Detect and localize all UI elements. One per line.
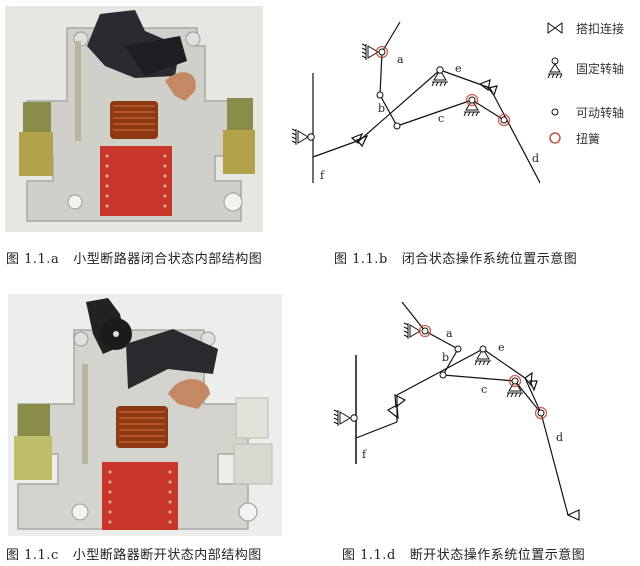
open-breaker-photo: [8, 294, 282, 536]
link-label-b: b: [442, 351, 449, 364]
latch-connection-icon: [540, 22, 570, 34]
link-label-a: a: [446, 327, 453, 340]
legend-item-torsion-spring: 扭簧: [540, 128, 600, 148]
fixed-pivot-icon: [540, 57, 570, 79]
link-label-c: c: [481, 383, 487, 396]
legend-item-latch: 搭扣连接: [540, 18, 624, 38]
link-label-a: a: [397, 53, 404, 66]
link-label-e: e: [498, 341, 505, 354]
closed-mechanism-diagram: a b c d e f: [280, 0, 540, 240]
link-label-f: f: [320, 169, 325, 182]
link-label-e: e: [455, 62, 462, 75]
movable-pivot-icon: [540, 107, 570, 117]
link-label-d: d: [556, 431, 563, 444]
legend-item-movable-pivot: 可动转轴: [540, 102, 624, 122]
legend-item-fixed-pivot: 固定转轴: [540, 57, 624, 79]
link-label-c: c: [438, 112, 444, 125]
link-label-b: b: [378, 102, 385, 115]
open-mechanism-diagram: a b c d e f: [300, 295, 600, 535]
link-label-d: d: [532, 152, 539, 165]
link-label-f: f: [362, 448, 367, 461]
closed-breaker-photo: [5, 6, 263, 232]
breaker-closed-illustration: [5, 6, 263, 232]
breaker-open-illustration: [8, 294, 282, 536]
torsion-spring-icon: [540, 131, 570, 145]
